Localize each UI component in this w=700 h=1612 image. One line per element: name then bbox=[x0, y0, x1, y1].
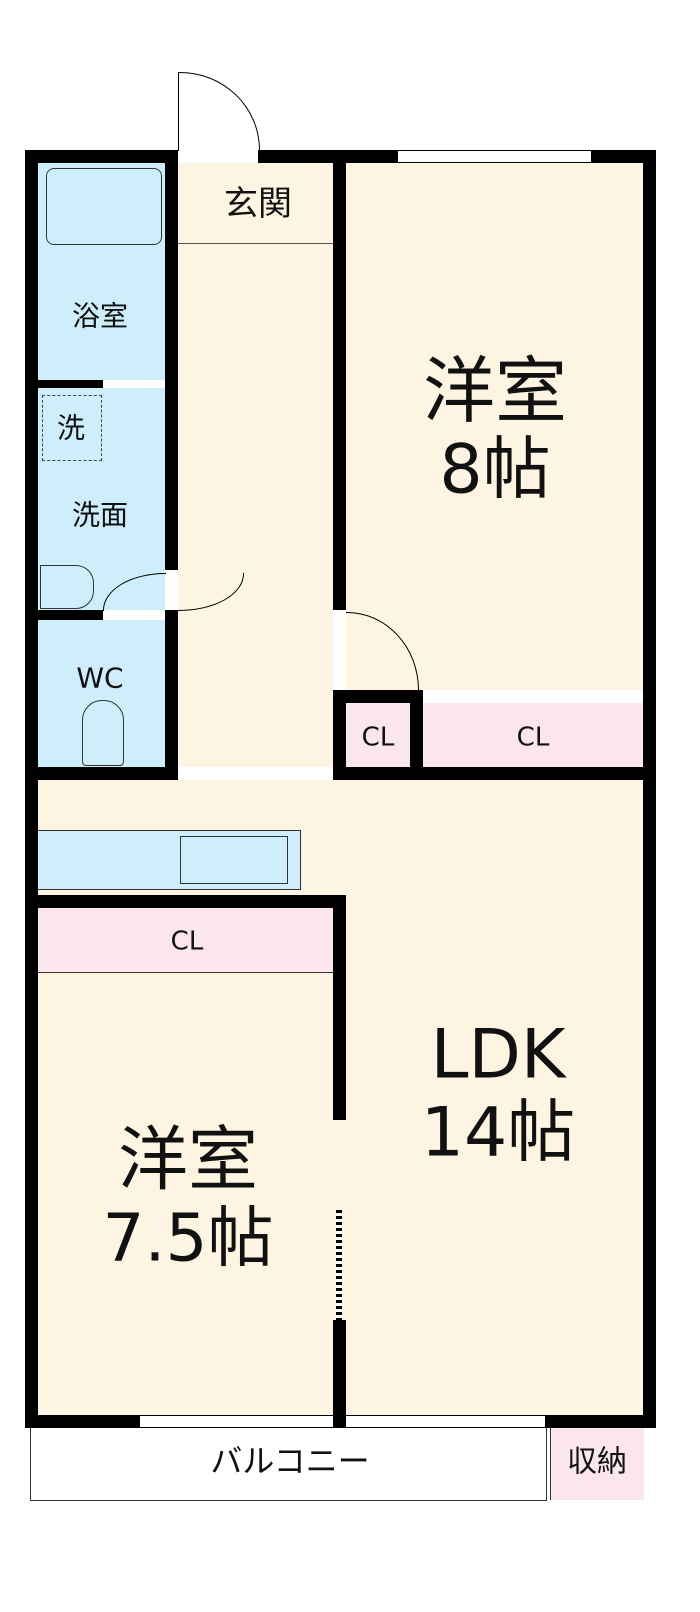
kitchen-sink bbox=[180, 836, 288, 884]
ldk-size: 14帖 bbox=[420, 1093, 576, 1173]
window-bedroom1 bbox=[398, 150, 591, 163]
bath-label: 浴室 bbox=[71, 299, 129, 333]
bedroom1-name: 洋室 bbox=[422, 349, 568, 434]
wall-top-far bbox=[591, 150, 656, 163]
entrance-divider bbox=[178, 243, 333, 244]
storage-area bbox=[550, 1428, 644, 1500]
bedroom2-size: 7.5帖 bbox=[102, 1199, 274, 1277]
balcony-label: バルコニー bbox=[210, 1442, 370, 1481]
washer-space-icon bbox=[42, 395, 102, 461]
wall-bath-hall-lower bbox=[165, 610, 178, 780]
hallway-area bbox=[178, 163, 333, 767]
bathtub-icon bbox=[46, 168, 162, 245]
closet-small-label: CL bbox=[361, 722, 395, 753]
kitchen-counter bbox=[38, 830, 301, 890]
closet-bed2-label: CL bbox=[170, 926, 204, 957]
wall-top-right bbox=[258, 150, 398, 163]
washer-label: 洗 bbox=[56, 411, 86, 445]
wc-area bbox=[38, 620, 165, 767]
entrance-label: 玄関 bbox=[224, 184, 292, 225]
wall-bed1-cl bbox=[333, 690, 423, 703]
wall-ldk-bed2 bbox=[333, 895, 346, 1120]
closet-small-area bbox=[346, 703, 410, 767]
wall-left bbox=[25, 150, 38, 1428]
sink-icon bbox=[40, 565, 94, 609]
wall-cl-ldk bbox=[333, 767, 656, 780]
bedroom1-area bbox=[346, 163, 643, 690]
bathtub-area bbox=[38, 163, 165, 380]
closet-bed1-area bbox=[423, 703, 643, 767]
wall-bath-wash bbox=[38, 380, 103, 388]
wall-right bbox=[643, 150, 656, 1428]
closet-bed1-label: CL bbox=[516, 722, 550, 753]
toilet-icon bbox=[82, 700, 124, 766]
bedroom2-area bbox=[38, 972, 333, 1416]
wall-bottom-left bbox=[25, 1415, 140, 1428]
wall-cl-divider bbox=[410, 690, 423, 780]
sliding-door[interactable] bbox=[336, 1210, 342, 1320]
wall-hall-bed1 bbox=[333, 150, 346, 610]
wall-wash-wc bbox=[38, 610, 103, 620]
entrance-door[interactable] bbox=[178, 72, 260, 151]
wall-bottom-right bbox=[545, 1415, 656, 1428]
ldk-name: LDK bbox=[430, 1015, 566, 1095]
wall-ldk-bed2-low bbox=[333, 1320, 346, 1428]
wall-wet-ldk bbox=[25, 767, 178, 780]
wall-hall-cl bbox=[333, 690, 346, 780]
bedroom1-size: 8帖 bbox=[439, 430, 551, 510]
closet-bed2-area bbox=[38, 908, 333, 972]
wall-top-left bbox=[25, 150, 178, 163]
washroom-label: 洗面 bbox=[71, 498, 129, 532]
wall-bath-hall bbox=[165, 150, 178, 570]
storage-label: 収納 bbox=[567, 1444, 627, 1480]
wall-ldk-bed2-top bbox=[25, 895, 346, 908]
bedroom2-name: 洋室 bbox=[118, 1118, 258, 1201]
wc-label: WC bbox=[76, 661, 124, 695]
balcony-area bbox=[30, 1428, 547, 1501]
